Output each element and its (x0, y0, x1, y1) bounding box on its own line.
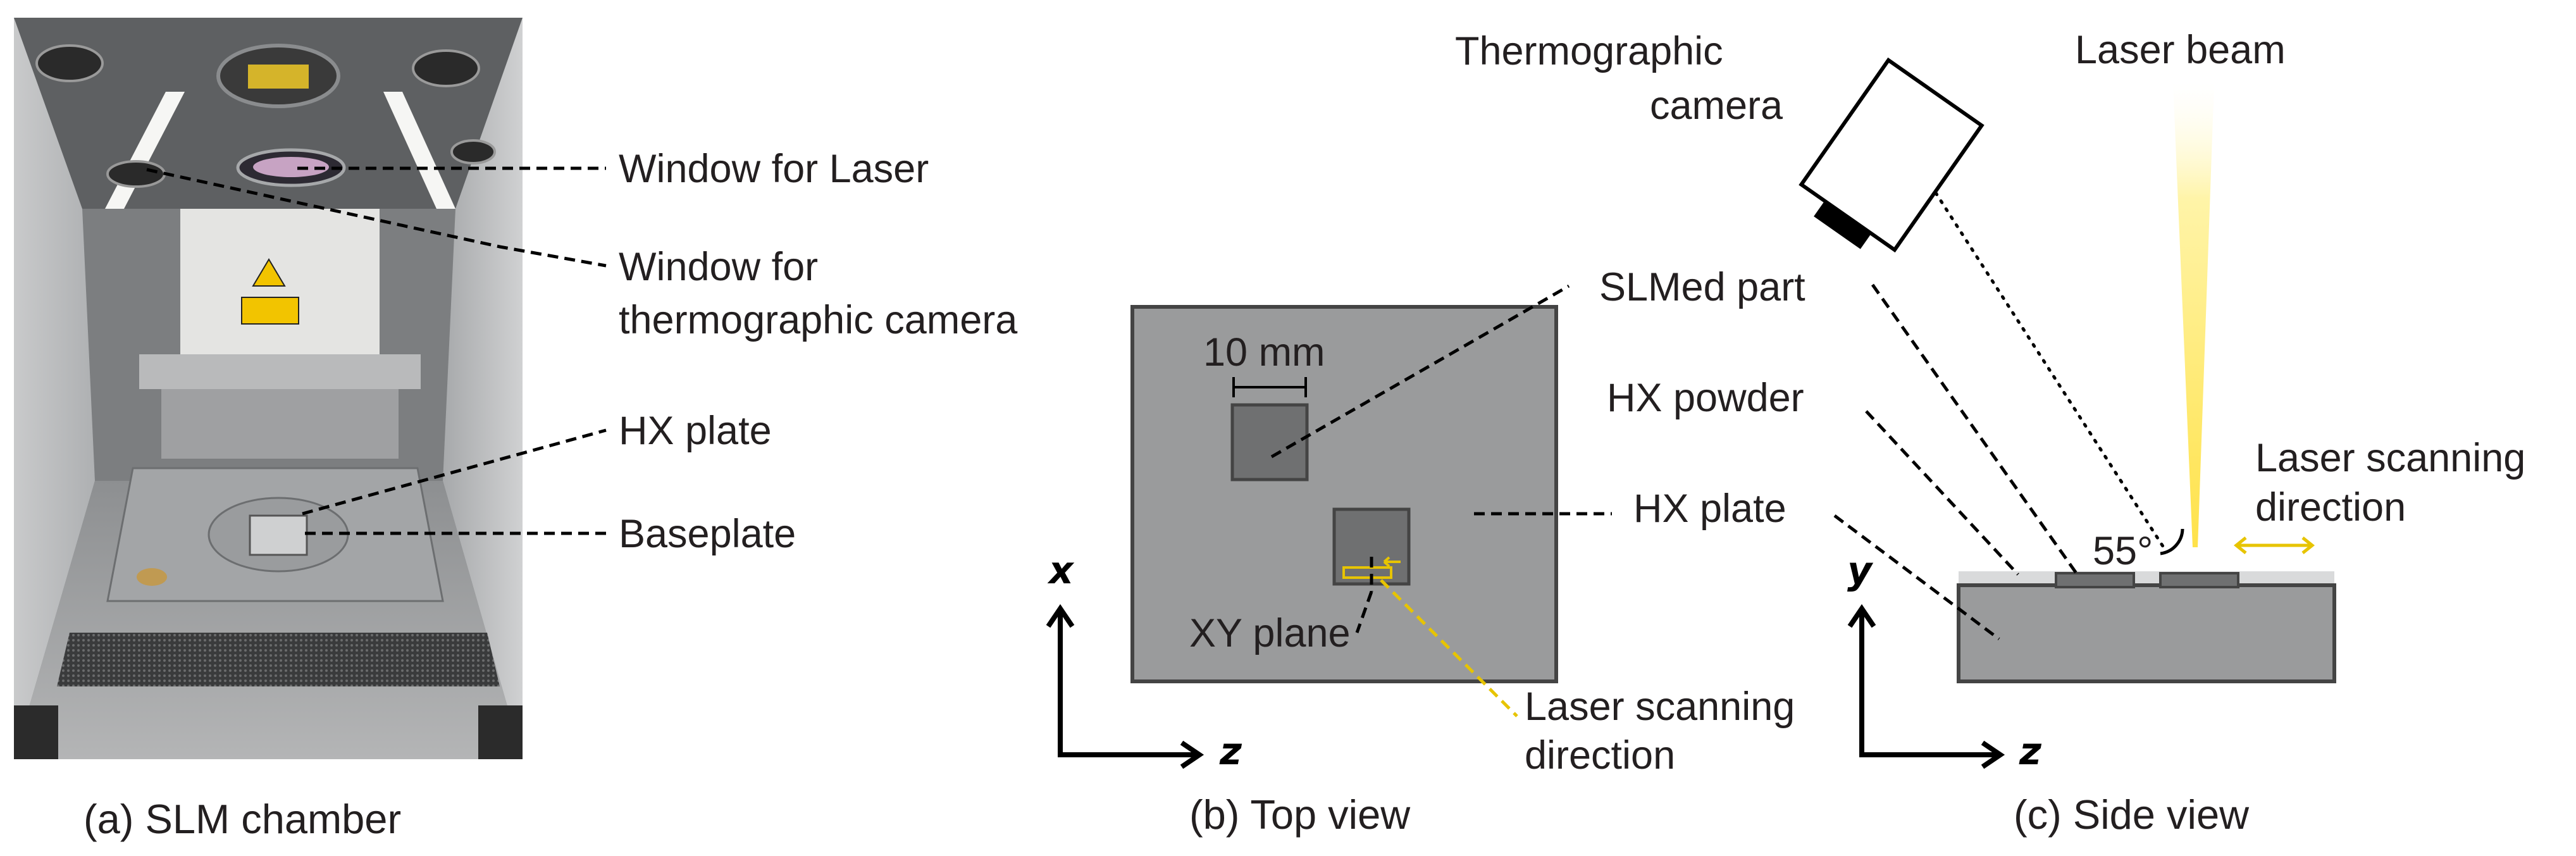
slmed-part-2 (1332, 507, 1411, 586)
recoater (139, 354, 421, 389)
scan-track (1342, 566, 1392, 579)
ceiling-light-right (383, 92, 455, 209)
panel-a-leaders (146, 166, 607, 535)
axis-c-vertical: y (1847, 549, 1874, 593)
slm-chamber-photo (14, 18, 523, 759)
label-10mm: 10 mm (1203, 330, 1325, 375)
powder-spot (137, 568, 167, 586)
leader-xy-plane (1355, 591, 1373, 633)
scan-direction-arrow-c (2233, 537, 2315, 554)
leader-laser-scan-b (1380, 579, 1518, 717)
leader-hx-powder (1865, 410, 2019, 576)
label-laser-scan-b-1: Laser scanning (1525, 685, 1795, 729)
hx-plate-side (1957, 583, 2336, 683)
leader-slmed-part (1270, 284, 1570, 459)
label-window-for-camera-1: Window for (619, 245, 818, 289)
label-xy-plane: XY plane (1189, 611, 1351, 655)
chamber-right-wall (443, 18, 523, 759)
leader-slmed-side (1871, 283, 2080, 577)
label-camera-1: Thermographic (1455, 29, 1723, 73)
door-clamp-right (478, 705, 523, 759)
leader-window-camera (146, 168, 607, 268)
caption-b: (b) Top view (1189, 791, 1411, 838)
label-baseplate: Baseplate (619, 512, 796, 556)
label-hx-plate-b: HX plate (1633, 487, 1786, 531)
label-window-for-camera-2: thermographic camera (619, 298, 1018, 342)
leader-hx-plate-c (1833, 514, 2000, 640)
slmed-part-side-2 (2159, 572, 2239, 588)
door-clamp-left (14, 705, 58, 759)
recoater-housing (161, 389, 399, 459)
caption-c: (c) Side view (2014, 791, 2250, 838)
camera-sightline (1934, 191, 2165, 549)
caption-a: (a) SLM chamber (84, 796, 401, 842)
label-laser-scan-b-2: direction (1525, 733, 1675, 778)
axes-b (1046, 604, 1204, 769)
slmed-part-side-1 (2055, 572, 2135, 588)
label-laser-scan-c-2: direction (2255, 485, 2406, 530)
axis-c-horizontal: z (2019, 729, 2042, 774)
scale-bar (1232, 377, 1307, 397)
panel-b-leaders (1270, 284, 1612, 633)
window-for-camera-photo (106, 160, 166, 188)
leader-hx-plate (302, 428, 607, 516)
ceiling-port-right (412, 49, 480, 87)
axes-c (1847, 604, 2005, 769)
label-camera-2: camera (1650, 84, 1783, 128)
thermographic-camera-icon (1799, 57, 1985, 253)
label-window-for-laser: Window for Laser (619, 147, 929, 191)
axis-b-horizontal: z (1219, 729, 1242, 774)
label-laser-beam: Laser beam (2075, 28, 2286, 72)
hx-powder-layer (1959, 571, 2334, 585)
axis-b-vertical: x (1047, 549, 1075, 593)
laser-warning-icon (252, 258, 286, 287)
exhaust-grate (57, 633, 500, 686)
label-laser-scan-c-1: Laser scanning (2255, 436, 2525, 480)
scan-arrow-b (1383, 556, 1401, 568)
hx-plate-top (1130, 305, 1558, 683)
label-slmed-part: SLMed part (1599, 265, 1805, 309)
laser-window-label (248, 65, 309, 89)
label-hx-plate-a: HX plate (619, 409, 772, 453)
chamber-left-wall (14, 18, 95, 759)
baseplate-photo (249, 514, 308, 556)
slmed-part-1 (1230, 403, 1309, 481)
panel-c-leaders (1833, 283, 2080, 640)
ceiling-port-small (450, 139, 496, 164)
angle-arc (2160, 528, 2184, 555)
laser-beam (2173, 82, 2214, 547)
ceiling-port-left (35, 44, 104, 82)
label-angle: 55° (2093, 529, 2153, 573)
label-hx-powder: HX powder (1607, 376, 1804, 420)
laser-window-glass (253, 157, 329, 177)
warning-label-icon (241, 297, 299, 325)
